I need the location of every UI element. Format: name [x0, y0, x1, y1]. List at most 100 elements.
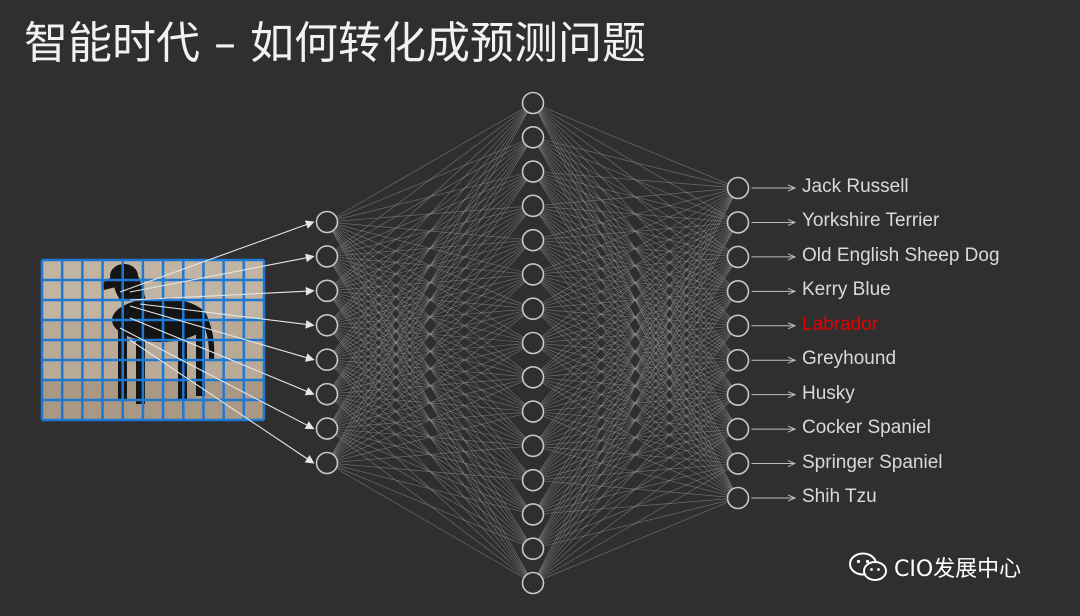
connection	[532, 187, 739, 344]
hidden-node	[521, 468, 545, 492]
connection	[532, 187, 739, 481]
watermark-text: CIO发展中心	[894, 557, 1022, 582]
connection	[326, 462, 534, 515]
labrador-input-image	[40, 258, 266, 422]
connection	[326, 274, 534, 464]
hidden-node	[521, 297, 545, 321]
hidden-node	[521, 571, 545, 595]
output-node	[726, 211, 750, 234]
connection	[532, 291, 739, 584]
input-node	[315, 451, 339, 475]
connection	[326, 462, 534, 550]
hidden-node	[521, 503, 545, 526]
input-arrow	[129, 305, 315, 362]
input-node	[315, 210, 339, 234]
connection	[326, 205, 534, 464]
output-node	[726, 383, 750, 406]
output-label: Greyhound	[802, 348, 897, 370]
connection	[326, 342, 534, 464]
connection	[532, 187, 739, 275]
input-node	[315, 313, 339, 337]
output-node	[726, 280, 750, 303]
input-arrow	[129, 339, 315, 464]
output-label: Yorkshire Terrier	[802, 210, 940, 232]
connection	[326, 462, 534, 584]
output-label-highlighted: Labrador	[802, 313, 879, 335]
input-node	[315, 348, 339, 372]
connection	[326, 462, 534, 481]
connection	[326, 102, 534, 464]
network-nodes	[315, 91, 750, 595]
connection	[532, 187, 739, 378]
input-node	[315, 279, 339, 303]
connection	[532, 187, 739, 310]
hidden-node	[521, 400, 545, 423]
hidden-node	[521, 331, 545, 355]
connection	[532, 222, 739, 584]
network-connections	[326, 102, 739, 584]
watermark: CIO发展中心	[848, 551, 1021, 583]
connection	[326, 102, 534, 326]
hidden-node	[521, 160, 545, 183]
connection	[326, 102, 534, 257]
connection	[326, 445, 534, 464]
connection	[326, 102, 534, 223]
output-node	[726, 417, 750, 441]
output-node	[726, 452, 750, 475]
connection	[326, 137, 534, 464]
output-label: Kerry Blue	[802, 279, 891, 301]
connection	[326, 411, 534, 464]
output-label: Jack Russell	[802, 176, 909, 197]
output-label: Old English Sheep Dog	[802, 244, 1000, 266]
connection	[532, 171, 739, 189]
slide-title: 智能时代 – 如何转化成预测问题	[24, 18, 646, 69]
hidden-node	[521, 365, 545, 389]
connection	[532, 394, 739, 584]
output-label: Shih Tzu	[802, 486, 877, 507]
connection	[532, 187, 739, 584]
output-label: Husky	[802, 382, 855, 404]
input-arrow	[139, 303, 315, 329]
output-label: Springer Spaniel	[802, 451, 943, 473]
hidden-node	[521, 263, 545, 286]
connection	[532, 187, 739, 515]
input-arrow	[129, 286, 315, 301]
hidden-node	[521, 228, 545, 252]
wechat-icon	[849, 552, 887, 581]
hidden-node	[521, 194, 545, 218]
connection	[532, 187, 739, 241]
connection	[532, 187, 739, 207]
output-node	[726, 348, 750, 372]
hidden-node	[521, 91, 545, 115]
connection	[532, 325, 739, 584]
connection	[326, 308, 534, 464]
connection	[532, 187, 739, 412]
connection	[326, 102, 534, 292]
connection	[532, 187, 739, 447]
input-arrow	[129, 317, 315, 396]
input-pixel-arrows	[119, 220, 315, 464]
connection	[532, 136, 739, 189]
output-node	[726, 486, 750, 510]
input-arrow	[129, 253, 315, 293]
connection	[532, 428, 739, 584]
output-node	[726, 314, 750, 338]
input-node	[315, 417, 339, 440]
hidden-node	[521, 125, 545, 149]
output-node	[726, 176, 750, 200]
output-node	[726, 245, 750, 269]
input-node	[315, 382, 339, 406]
connection	[326, 239, 534, 464]
connection	[532, 463, 739, 584]
connection	[326, 102, 534, 360]
hidden-node	[521, 434, 545, 458]
connection	[532, 497, 739, 584]
connection	[326, 102, 534, 395]
input-node	[315, 245, 339, 268]
connection	[532, 187, 739, 549]
hidden-node	[521, 537, 545, 561]
input-arrow	[119, 327, 315, 430]
connection	[532, 359, 739, 584]
